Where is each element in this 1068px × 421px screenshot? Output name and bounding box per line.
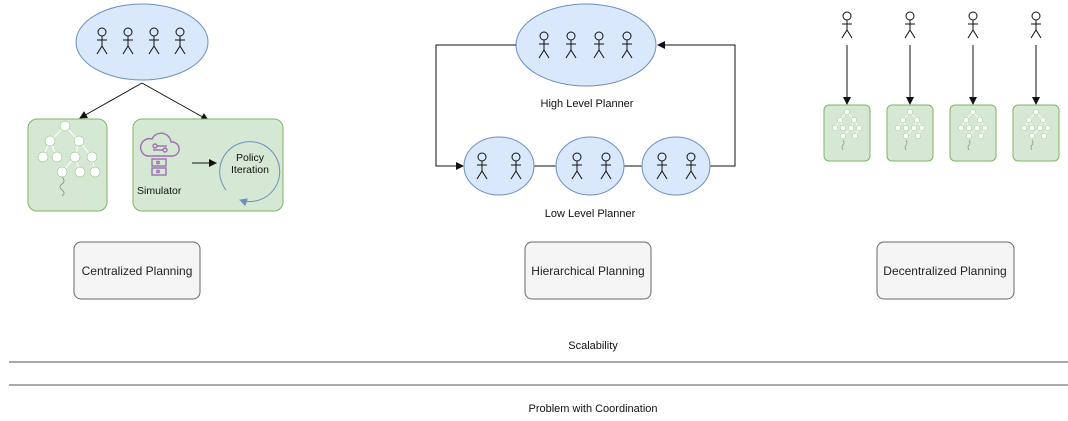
local-search-tree-icon [895, 108, 926, 151]
low-level-ellipse [463, 136, 535, 196]
local-tree-box [886, 104, 934, 162]
centralized-panel: Simulator Policy Iteration Centralized P… [27, 3, 284, 300]
left-loop-connector [435, 44, 516, 170]
hierarchical-planning-label: Hierarchical Planning [531, 264, 644, 278]
centralized-planning-label: Centralized Planning [82, 264, 193, 278]
local-search-tree-icon [1021, 108, 1051, 151]
agent-figure [1030, 11, 1042, 39]
search-tree-icon [37, 120, 101, 197]
arrow-to-tree [79, 82, 143, 119]
policy-iteration-label-line1: Policy [236, 152, 265, 164]
agent-figure [967, 11, 979, 39]
simulator-label: Simulator [137, 185, 182, 197]
decentralized-planning-label: Decentralized Planning [883, 264, 1006, 278]
right-loop-connector [657, 41, 736, 167]
low-level-ellipse [555, 136, 625, 196]
local-search-tree-icon [958, 108, 989, 151]
low-level-ellipse [641, 136, 711, 196]
local-search-tree-icon [832, 108, 863, 151]
local-tree-box [949, 104, 997, 162]
centralized-agents-ellipse [75, 3, 209, 81]
simulator-icon [139, 132, 180, 176]
agent-figure [841, 11, 853, 39]
hierarchical-panel: High Level Planner Low Level Planner Hie… [435, 3, 736, 300]
decentralized-panel [823, 11, 1060, 162]
local-tree-box [823, 104, 871, 162]
local-tree-box [1012, 104, 1060, 162]
coordination-label: Problem with Coordination [528, 403, 657, 415]
decentralized-planning-box [876, 241, 1015, 300]
agent-figure [904, 11, 916, 39]
decentralized-planning-group: Decentralized Planning [876, 241, 1015, 300]
policy-iteration-cycle-icon [219, 141, 281, 207]
scalability-label: Scalability [568, 340, 618, 352]
low-level-planner-label: Low Level Planner [545, 208, 636, 220]
hierarchical-planning-box [524, 241, 652, 300]
high-level-ellipse [515, 3, 657, 87]
policy-iteration-label-line2: Iteration [231, 164, 269, 176]
arrow-to-simulator [141, 82, 209, 121]
high-level-planner-label: High Level Planner [541, 98, 634, 110]
centralized-planning-box [73, 241, 201, 300]
